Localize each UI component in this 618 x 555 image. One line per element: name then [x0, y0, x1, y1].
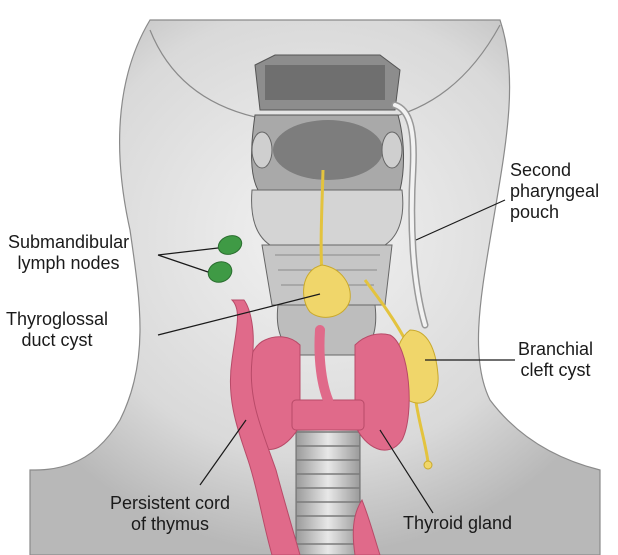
pharynx — [252, 55, 404, 190]
label-line: pharyngeal — [510, 181, 599, 202]
label-line: duct cyst — [6, 330, 108, 351]
label-branchial-cleft-cyst: Branchial cleft cyst — [518, 339, 593, 381]
label-submandibular-lymph-nodes: Submandibular lymph nodes — [8, 232, 129, 274]
label-line: lymph nodes — [8, 253, 129, 274]
label-line: Thyroglossal — [6, 309, 108, 330]
label-thyroglossal-duct-cyst: Thyroglossal duct cyst — [6, 309, 108, 351]
label-line: of thymus — [110, 514, 230, 535]
label-line: Thyroid gland — [403, 513, 512, 534]
label-thyroid-gland: Thyroid gland — [403, 513, 512, 534]
label-line: Second — [510, 160, 599, 181]
trachea — [296, 420, 360, 555]
thyroglossal-duct — [321, 170, 323, 280]
label-persistent-cord-of-thymus: Persistent cord of thymus — [110, 493, 230, 535]
label-second-pharyngeal-pouch: Second pharyngeal pouch — [510, 160, 599, 223]
label-line: Branchial — [518, 339, 593, 360]
label-line: pouch — [510, 202, 599, 223]
label-line: Submandibular — [8, 232, 129, 253]
label-line: Persistent cord — [110, 493, 230, 514]
label-line: cleft cyst — [518, 360, 593, 381]
